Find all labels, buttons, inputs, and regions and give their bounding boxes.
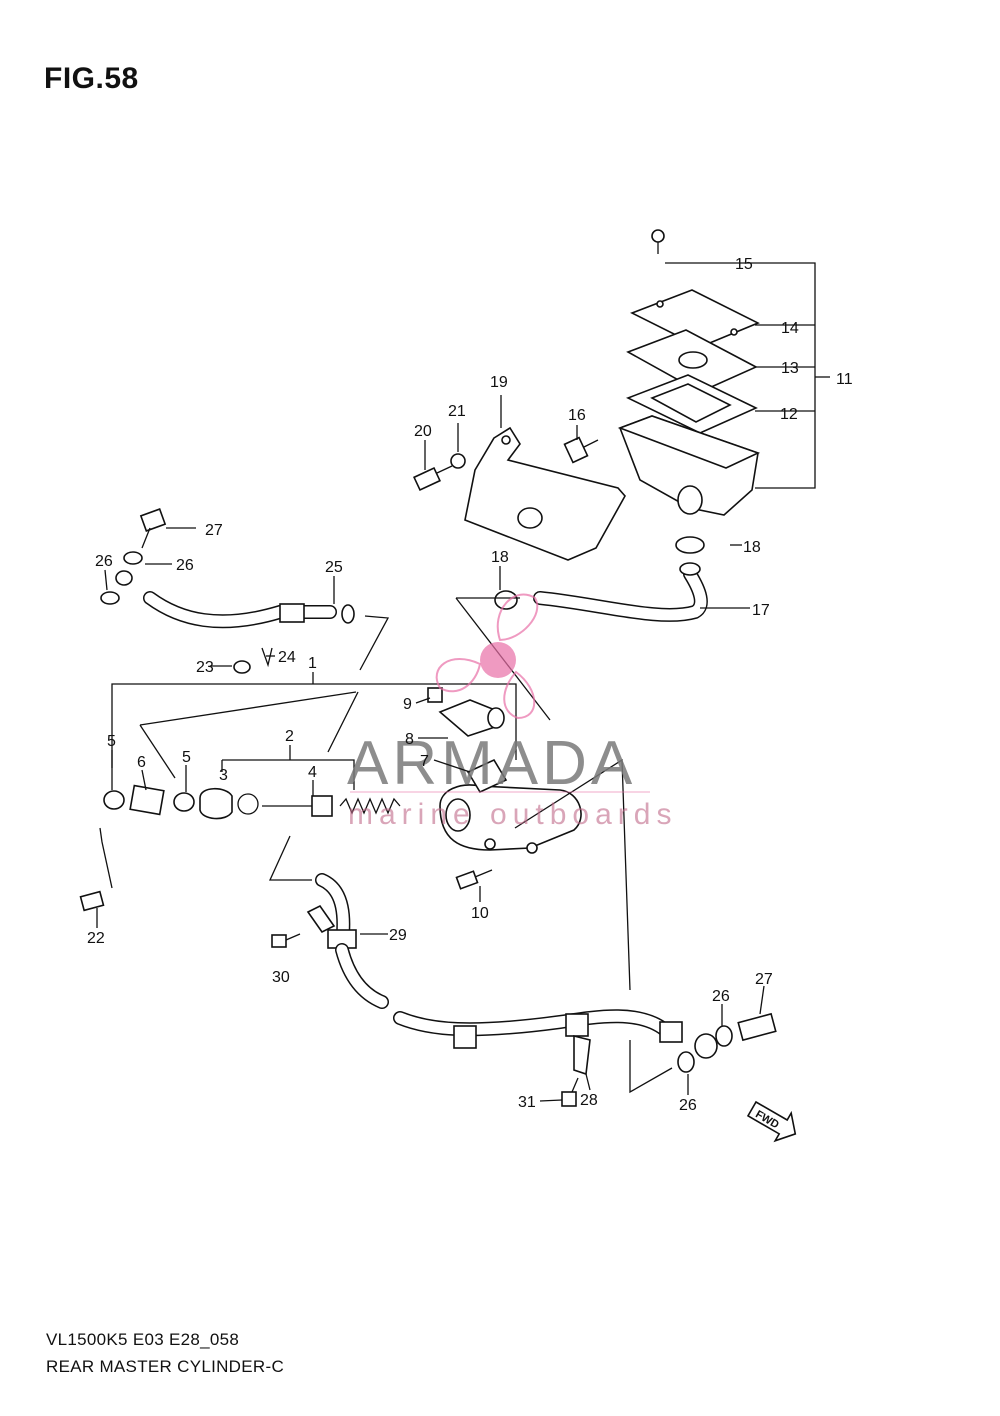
callout-13: 13 <box>781 360 799 377</box>
boot-part-3 <box>199 787 233 820</box>
hose-fitting-lower-left <box>453 1025 477 1049</box>
washer-part-26-c <box>715 1025 733 1047</box>
callout-15: 15 <box>735 256 753 273</box>
hose-fitting-25 <box>279 603 305 623</box>
callout-28: 28 <box>580 1092 598 1109</box>
callout-11: 11 <box>836 371 853 388</box>
callout-26-d: 26 <box>679 1097 697 1114</box>
callout-1: 1 <box>308 655 317 672</box>
diagram-name: REAR MASTER CYLINDER-C <box>46 1357 285 1376</box>
bracket-part-28 <box>573 1034 591 1076</box>
hose-fitting-lower-right <box>659 1021 683 1043</box>
guard-plate-part-19 <box>464 426 626 561</box>
callout-8: 8 <box>405 731 414 748</box>
washer-part-26-a <box>123 551 143 565</box>
fwd-arrow-icon: FWD <box>746 1100 797 1143</box>
guard-plate-assembly <box>413 426 626 561</box>
callout-24: 24 <box>278 649 296 666</box>
callout-6: 6 <box>137 754 146 771</box>
callout-26-c: 26 <box>712 988 730 1005</box>
clamp-part-18-lower <box>494 590 518 610</box>
washer-part-23 <box>233 660 251 674</box>
nut-part-5-right <box>173 792 195 812</box>
screw-part-15 <box>651 229 665 243</box>
reservoir-hose-assembly <box>494 536 708 622</box>
callout-26-b: 26 <box>176 557 194 574</box>
bolt-part-9 <box>427 687 443 703</box>
callout-12: 12 <box>780 406 798 423</box>
washer-part-21 <box>450 453 466 469</box>
callout-labels: 1 2 3 4 5 5 6 7 8 9 10 11 12 13 14 15 16… <box>87 256 853 1114</box>
bolt-part-22 <box>79 890 105 912</box>
callout-31: 31 <box>518 1094 536 1111</box>
upper-hose-assembly <box>100 508 390 671</box>
callout-4: 4 <box>308 764 317 781</box>
callout-9: 9 <box>403 696 412 713</box>
callout-19: 19 <box>490 374 508 391</box>
fwd-label: FWD <box>753 1108 781 1131</box>
callout-10: 10 <box>471 905 489 922</box>
bolt-part-16 <box>563 436 589 464</box>
callout-17: 17 <box>752 602 770 619</box>
figure-title: FIG.58 <box>44 62 139 95</box>
callout-27-upper: 27 <box>205 522 223 539</box>
callout-23: 23 <box>196 659 214 676</box>
callout-22: 22 <box>87 930 105 947</box>
callout-18-left: 18 <box>491 549 509 566</box>
clevis-part-6 <box>129 784 165 816</box>
cylinder-body-part-7 <box>439 784 582 851</box>
bolt-part-10 <box>455 870 479 890</box>
reservoir-assembly <box>617 229 830 516</box>
union-bolt-part-27-lower <box>737 1012 777 1042</box>
callout-5-left: 5 <box>107 733 116 750</box>
callout-30: 30 <box>272 969 290 986</box>
callout-18-right: 18 <box>743 539 761 556</box>
bolt-part-31 <box>561 1091 577 1107</box>
clamp-part-18-upper <box>675 536 705 554</box>
propeller-hub-icon <box>480 642 516 678</box>
piston-part-4 <box>311 795 333 817</box>
callout-5-right: 5 <box>182 749 191 766</box>
port-part-7 <box>466 758 508 794</box>
callout-2: 2 <box>285 728 294 745</box>
callout-27-lower: 27 <box>755 971 773 988</box>
callout-16: 16 <box>568 407 586 424</box>
spring-part-2 <box>339 797 401 815</box>
callout-3: 3 <box>219 767 228 784</box>
washer-part-26-d <box>677 1051 695 1073</box>
watermark-brand: ARMADA <box>347 729 636 798</box>
bracket-part-29 <box>306 904 336 934</box>
watermark-logo: ARMADA marine outboards <box>347 593 677 831</box>
callout-26-a: 26 <box>95 553 113 570</box>
master-cylinder-internals <box>79 672 517 912</box>
bolt-part-20 <box>413 466 441 492</box>
watermark-tagline: marine outboards <box>348 798 677 831</box>
hose-end-17 <box>679 562 701 576</box>
cotter-pin-part-24 <box>261 647 273 668</box>
model-code: VL1500K5 E03 E28_058 <box>46 1330 240 1349</box>
leader-lines <box>96 395 765 1102</box>
hose-fitting-lower-mid <box>565 1013 589 1037</box>
callout-29: 29 <box>389 927 407 944</box>
circlip-part-3 <box>237 793 259 815</box>
union-bolt-part-27-upper <box>139 508 167 532</box>
callout-25: 25 <box>325 559 343 576</box>
washer-part-26-b <box>100 591 120 605</box>
callout-14: 14 <box>781 320 799 337</box>
nut-part-5-left <box>103 790 125 810</box>
callout-20: 20 <box>414 423 432 440</box>
bolt-part-30 <box>271 934 287 948</box>
callout-21: 21 <box>448 403 466 420</box>
master-cylinder-body <box>427 597 631 991</box>
lower-hose-assembly <box>268 835 777 1107</box>
callout-7: 7 <box>420 753 429 770</box>
